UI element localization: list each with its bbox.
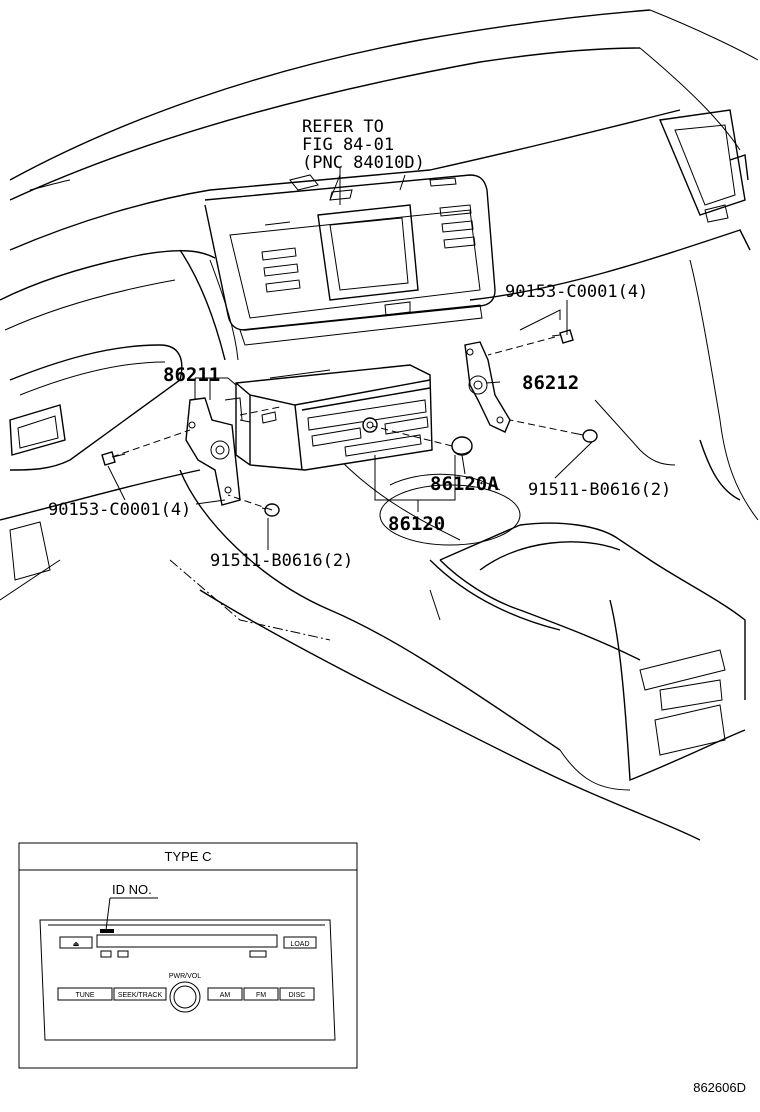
tune-button bbox=[57, 987, 113, 1001]
tune-button-label: TUNE bbox=[75, 992, 94, 999]
seek-button-label: SEEK/TRACK bbox=[118, 992, 163, 999]
refer-note: REFER TO FIG 84-01 (PNC 84010D) bbox=[302, 117, 425, 173]
disc-button-label: DISC bbox=[289, 992, 306, 999]
callout-radio-assy: 86120 bbox=[388, 513, 445, 535]
inset-button-row: TUNE SEEK/TRACK AM FM DISC bbox=[57, 987, 315, 1001]
bolt-left bbox=[101, 451, 126, 466]
display-bezel bbox=[204, 174, 496, 346]
load-button bbox=[283, 936, 317, 949]
am-button bbox=[207, 987, 243, 1001]
right-bracket bbox=[464, 341, 511, 433]
callout-screw-bottom: 91511-B0616(2) bbox=[210, 551, 353, 571]
inset-title: TYPE C bbox=[165, 849, 212, 864]
knob-label: PWR/VOL bbox=[169, 973, 201, 980]
screw-right bbox=[577, 429, 598, 443]
dvd-logo bbox=[100, 950, 112, 958]
volume-knob bbox=[169, 981, 201, 1013]
disc-button bbox=[279, 987, 315, 1001]
callout-bracket-left: 86211 bbox=[163, 364, 220, 386]
callout-knob: 86120A bbox=[430, 473, 499, 495]
callout-screw-right: 91511-B0616(2) bbox=[528, 480, 671, 500]
radio-assembly bbox=[235, 364, 433, 471]
eject-button bbox=[59, 936, 93, 949]
load-button-label: LOAD bbox=[290, 941, 309, 948]
knob-86120a bbox=[451, 436, 473, 456]
refer-note-line2: FIG 84-01 bbox=[302, 135, 394, 155]
fm-button bbox=[243, 987, 279, 1001]
left-bracket bbox=[185, 397, 243, 506]
inset-type-c: TYPE C ID NO. ⏏ LOAD PWR/VOL TUNE SEEK/T… bbox=[18, 842, 358, 1069]
callout-bolt-left: 90153-C0001(4) bbox=[48, 500, 191, 520]
bezel-buttons-right bbox=[439, 204, 476, 249]
disc-slot bbox=[96, 934, 278, 948]
figure-id: 862606D bbox=[693, 1080, 746, 1095]
id-marker bbox=[100, 929, 114, 933]
disc-logo bbox=[117, 950, 129, 958]
refer-note-line3: (PNC 84010D) bbox=[302, 153, 425, 173]
media-logo bbox=[249, 950, 267, 958]
bezel-buttons-left bbox=[261, 247, 301, 293]
refer-note-line1: REFER TO bbox=[302, 117, 384, 137]
id-label: ID NO. bbox=[112, 882, 152, 897]
eject-icon: ⏏ bbox=[73, 941, 80, 948]
callout-bolt-top-right: 90153-C0001(4) bbox=[505, 282, 648, 302]
bolt-top-right bbox=[551, 329, 574, 344]
am-button-label: AM bbox=[220, 992, 231, 999]
dashboard-outline bbox=[0, 9, 759, 841]
seek-button bbox=[113, 987, 167, 1001]
fm-button-label: FM bbox=[256, 992, 266, 999]
callout-bracket-right: 86212 bbox=[522, 372, 579, 394]
assembly-lines bbox=[111, 336, 579, 511]
leader-lines bbox=[107, 168, 676, 550]
